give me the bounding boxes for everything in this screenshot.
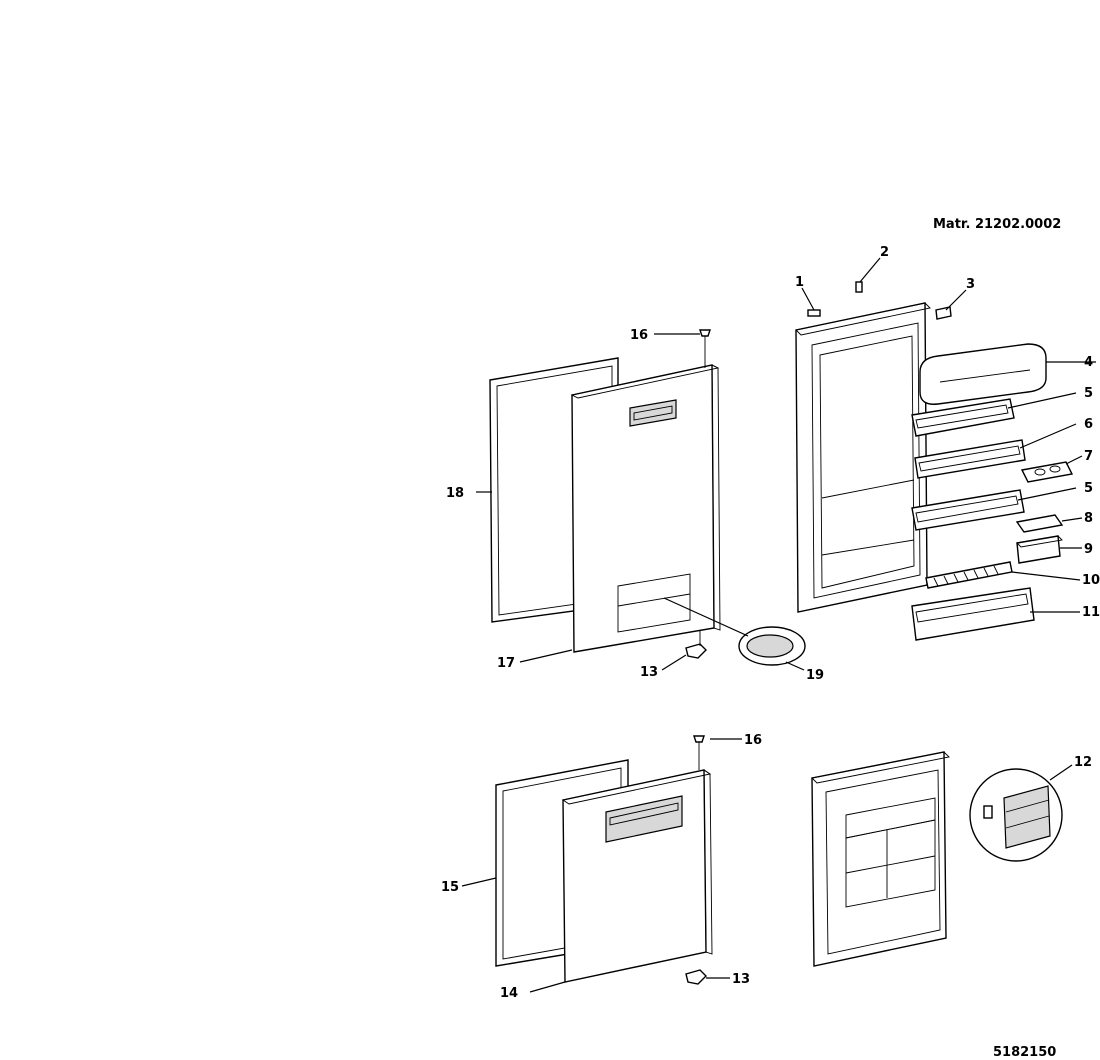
- callout-5-upper: 5: [1084, 386, 1093, 401]
- part-6-door-shelf-middle: [914, 439, 1026, 479]
- part-16-hinge-pin-lower: [693, 735, 705, 770]
- callout-9: 9: [1084, 542, 1093, 557]
- callout-2: 2: [880, 245, 889, 260]
- callout-8: 8: [1084, 511, 1093, 526]
- callout-7: 7: [1084, 449, 1093, 464]
- part-19-logo-badge: [663, 597, 806, 666]
- callout-13-lower: 13: [732, 972, 750, 987]
- part-1-clip: [807, 309, 821, 317]
- callout-18: 18: [446, 486, 464, 501]
- leader-lines: [461, 257, 1096, 993]
- callout-12: 12: [1074, 755, 1092, 770]
- callout-labels: 1 2 3 4 5 6 7 5 8 9 10 11 12 13 13 14 15…: [441, 245, 1100, 1001]
- callout-14: 14: [500, 986, 518, 1001]
- inner-door-liner-upper: [795, 302, 931, 613]
- callout-1: 1: [795, 275, 804, 290]
- part-9-butter-box: [1016, 535, 1063, 564]
- callout-4: 4: [1084, 355, 1093, 370]
- part-17-outer-door-panel: [570, 364, 721, 653]
- inner-door-liner-lower: [811, 751, 950, 967]
- part-12-detail-view: [969, 764, 1073, 862]
- part-5-door-shelf-upper: [911, 398, 1015, 437]
- callout-6: 6: [1084, 417, 1093, 432]
- part-2-pin: [855, 281, 863, 293]
- part-7-egg-tray: [1020, 461, 1074, 483]
- part-16-hinge-pin-upper: [699, 329, 711, 368]
- part-10-bottle-guard: [925, 561, 1013, 589]
- drawing-number: 5182150: [993, 1045, 1056, 1060]
- callout-17: 17: [497, 656, 515, 671]
- part-14-outer-door-panel: [561, 769, 713, 983]
- part-3-cap: [935, 306, 952, 320]
- part-11-bottle-shelf: [911, 587, 1035, 641]
- callout-5-lower: 5: [1084, 481, 1093, 496]
- material-code: Matr. 21202.0002: [933, 217, 1061, 232]
- callout-19: 19: [806, 668, 824, 683]
- part-8-lid: [1015, 514, 1064, 533]
- part-13-hinge-bush-lower: [685, 969, 707, 985]
- callout-3: 3: [966, 277, 975, 292]
- callout-16-upper: 16: [630, 328, 648, 343]
- callout-15: 15: [441, 880, 459, 895]
- callout-10: 10: [1082, 573, 1100, 588]
- callout-13-upper: 13: [640, 665, 658, 680]
- part-4-dairy-compartment: [919, 343, 1047, 405]
- callout-16-lower: 16: [744, 733, 762, 748]
- part-6-door-shelf-lower: [911, 489, 1025, 531]
- part-13-hinge-bush-upper: [685, 630, 707, 659]
- callout-11: 11: [1082, 605, 1100, 620]
